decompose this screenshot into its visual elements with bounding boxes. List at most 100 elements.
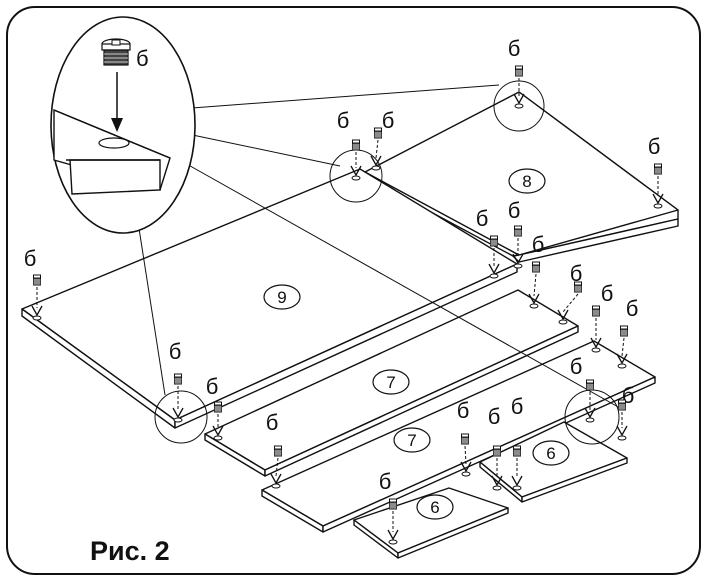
cam-fitting-11: б — [570, 354, 596, 423]
cam-fitting-icon — [515, 65, 523, 77]
part-label: б — [24, 246, 37, 271]
arrow-head-icon — [557, 309, 569, 321]
callout-part-label: б — [136, 46, 149, 71]
panel-number-8-text: 8 — [522, 172, 531, 191]
fitting-hole — [388, 539, 398, 545]
cam-fitting-icon — [461, 433, 469, 445]
figure-caption: Рис. 2 — [90, 536, 170, 566]
part-label: б — [488, 404, 501, 429]
arrow-head-icon — [491, 475, 503, 487]
arrow-head-icon — [350, 165, 362, 177]
fitting-hole — [617, 363, 627, 369]
cam-fitting-icon — [532, 261, 540, 273]
cam-fitting-14: б — [169, 339, 184, 423]
cam-fitting-5: б — [476, 206, 500, 279]
fitting-hole — [173, 417, 183, 423]
part-label: б — [206, 374, 219, 399]
cam-fitting-6: б — [508, 198, 524, 269]
cam-fitting-13: б — [24, 246, 43, 321]
cam-fitting-icon — [374, 127, 382, 139]
panel-number-7-lower-text: 7 — [407, 431, 416, 450]
cam-fitting-9: б — [590, 281, 614, 353]
arrow-head-icon — [488, 263, 500, 275]
panel-6-bottom — [353, 487, 509, 559]
panel-number-7-lower: 7 — [393, 427, 431, 453]
fitting-hole — [271, 483, 281, 489]
part-label: б — [508, 198, 521, 223]
part-label: б — [532, 232, 545, 257]
part-label: б — [266, 410, 279, 435]
fitting-hole — [617, 435, 627, 441]
cam-fitting-16: б — [266, 410, 282, 489]
cam-fitting-icon — [513, 445, 521, 457]
cam-fitting-icon — [33, 274, 41, 286]
arrow-head-icon — [370, 155, 382, 167]
panel-number-6-bottom: 6 — [416, 494, 454, 520]
panel-number-9: 9 — [263, 284, 301, 310]
cam-fitting-icon — [574, 281, 582, 293]
part-label: б — [169, 339, 182, 364]
cam-fitting-3: б — [370, 108, 395, 171]
part-label: б — [379, 469, 392, 494]
drop-line — [275, 457, 279, 477]
cam-fitting-12: б — [616, 383, 634, 441]
cam-fitting-icon — [274, 445, 282, 457]
drop-line — [464, 445, 467, 465]
arrow-head-icon — [616, 425, 628, 437]
part-label: б — [382, 108, 395, 133]
fitting-hole — [513, 263, 523, 269]
cam-fitting-18: б — [488, 404, 503, 491]
panel-number-6-right: 6 — [532, 440, 570, 466]
cam-fitting-8: б — [557, 261, 582, 325]
fitting-hole — [653, 203, 663, 209]
fitting-hole — [591, 347, 601, 353]
cam-fitting-icon — [493, 445, 501, 457]
fitting-hole — [461, 471, 471, 477]
cam-fitting-15: б — [206, 374, 224, 441]
fitting-hole — [213, 435, 223, 441]
frame-border — [6, 6, 701, 575]
arrow-head-icon — [513, 93, 525, 105]
panel-number-8: 8 — [508, 168, 546, 194]
part-label: б — [511, 394, 524, 419]
arrow-head-icon — [172, 407, 184, 419]
drop-line — [375, 139, 379, 159]
arrow-head-icon — [584, 407, 596, 419]
cam-fitting-icon — [514, 225, 522, 237]
part-label: б — [337, 108, 350, 133]
panel-number-7-upper-text: 7 — [386, 373, 395, 392]
part-label: б — [626, 296, 639, 321]
arrow-head-icon — [31, 305, 43, 317]
cam-fitting-10: б — [616, 296, 639, 369]
panel-number-6-bottom-text: 6 — [430, 498, 439, 517]
cam-fitting-icon — [389, 498, 397, 510]
cam-fitting-icon — [352, 139, 360, 151]
drop-line — [533, 273, 537, 297]
part-label: б — [457, 398, 470, 423]
fitting-hole — [351, 175, 361, 181]
arrow-head-icon — [616, 353, 628, 365]
panel-number-6-right-text: 6 — [546, 444, 555, 463]
fitting-hole — [558, 319, 568, 325]
panel-number-7-upper: 7 — [372, 369, 410, 395]
arrow-head-icon — [528, 293, 540, 305]
part-label: б — [476, 206, 489, 231]
arrow-head-icon — [590, 337, 602, 349]
cam-fitting-icon — [654, 163, 662, 175]
fitting-hole — [489, 273, 499, 279]
arrow-head-icon — [652, 193, 664, 205]
part-label: б — [601, 281, 614, 306]
drop-line — [621, 337, 625, 357]
drop-line — [562, 293, 579, 313]
detail-callout: б — [50, 16, 621, 445]
fitting-hole — [529, 303, 539, 309]
arrow-head-icon — [212, 425, 224, 437]
cam-fitting-17: б — [457, 398, 472, 477]
fitting-hole — [514, 103, 524, 109]
cam-fitting-icon — [214, 401, 222, 413]
fitting-hole — [492, 485, 502, 491]
arrow-head-icon — [460, 461, 472, 473]
arrow-head-icon — [387, 529, 399, 541]
